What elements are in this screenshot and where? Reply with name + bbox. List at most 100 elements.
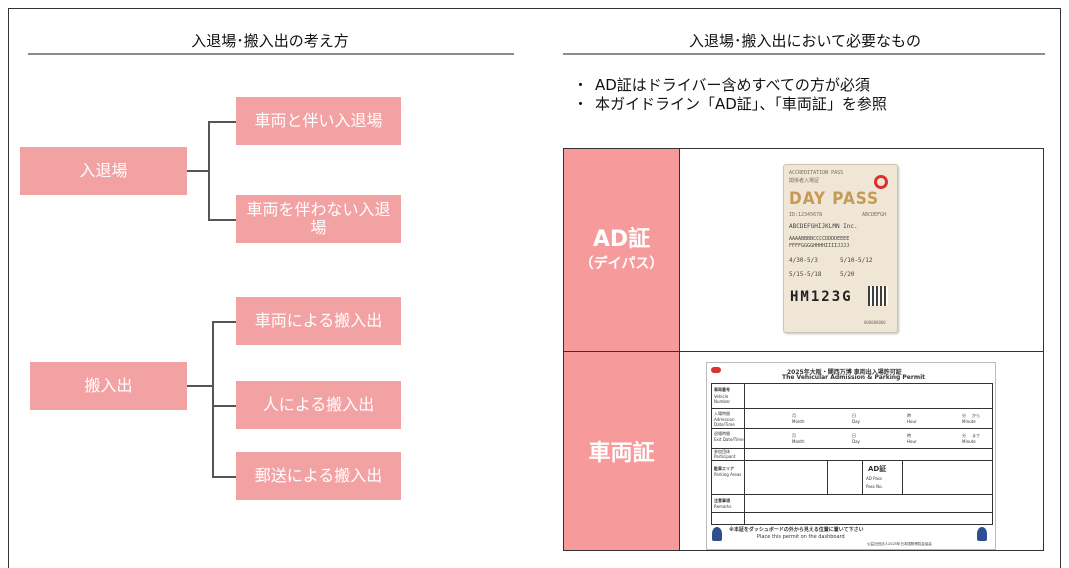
unit-day: 日: [852, 413, 856, 418]
unit-month: 月: [792, 413, 796, 418]
grid-line: [827, 460, 828, 494]
pass-date: 4/30-5/3: [789, 257, 818, 264]
tree-child-without-vehicle: 車両を伴わない入退場: [236, 195, 401, 243]
right-heading: 入退場･搬入出において必要なもの: [688, 32, 922, 50]
label-ad-pass: AD証: [868, 465, 887, 473]
unit-hour-en: Hour: [907, 419, 917, 424]
bullet-text: 本ガイドライン「AD証」、「車両証」を参照: [595, 95, 887, 113]
label-admission: 入場時間: [714, 411, 730, 416]
grid-line: [712, 408, 992, 409]
unit-minute: 分: [962, 413, 966, 418]
connector: [212, 321, 236, 323]
connector: [212, 405, 236, 407]
table-divider: [679, 149, 680, 550]
permit-issuer: 公益社団法人2025年日本国際博覧会協会: [867, 542, 932, 546]
ad-pass-subtitle: （デイパス）: [579, 256, 664, 272]
grid-line: [712, 460, 992, 461]
pass-title: DAY PASS: [789, 189, 880, 209]
bullet-marker: ・: [573, 76, 589, 94]
left-heading-rule: [28, 53, 514, 55]
bullet-item: ・ AD証はドライバー含めすべての方が必須: [573, 76, 887, 95]
grid-line: [744, 384, 745, 524]
label-remarks-en: Remarks: [714, 504, 732, 509]
permit-grid: 車両番号 Vehicle Number 入場時間 Admission Date/…: [711, 383, 993, 525]
unit-month-en: Month: [792, 439, 805, 444]
unit-minute: 分: [962, 433, 966, 438]
permit-title-en: The Vehicular Admission & Parking Permit: [782, 374, 926, 381]
label-ad-pass-en: AD Pass: [866, 476, 882, 481]
pass-id: ID:12345678: [789, 212, 823, 218]
label-pass-no: Pass No.: [866, 484, 883, 489]
label-remarks: 注意事項: [714, 498, 730, 503]
label-participant-en: Participant: [714, 454, 736, 459]
ad-pass-label-cell: AD証 （デイパス）: [564, 149, 679, 351]
pass-name: FFFFGGGGHHHHIIIIJJJJ: [789, 243, 850, 249]
label-exit: 退場時間: [714, 431, 730, 436]
tree-child-vehicle-delivery: 車両による搬入出: [236, 297, 401, 345]
unit-minute-en: Minute: [962, 439, 976, 444]
label-vehicle-number: 車両番号: [714, 387, 730, 392]
table-divider: [564, 351, 1043, 352]
permit-footnote: ※本証をダッシュボードの外から見える位置に置いて下さい: [729, 527, 864, 533]
vehicle-permit-label-cell: 車両証: [564, 352, 679, 550]
unit-hour: 時: [907, 433, 911, 438]
pass-header: ACCREDITATION PASS: [789, 170, 844, 176]
unit-day-en: Day: [852, 419, 860, 424]
requirements-table: AD証 （デイパス） 車両証: [563, 148, 1044, 551]
label-parking: 駐車エリア: [714, 466, 734, 471]
ad-pass-card: ACCREDITATION PASS 関係者入場証 DAY PASS ID:12…: [783, 164, 898, 333]
unit-month: 月: [792, 433, 796, 438]
bullet-list: ・ AD証はドライバー含めすべての方が必須 ・本ガイドライン「AD証」、「車両証」…: [573, 76, 887, 114]
right-heading-rule: [563, 53, 1045, 55]
tree-root-delivery: 搬入出: [30, 362, 187, 410]
tree-child-person-delivery: 人による搬入出: [236, 381, 401, 429]
grid-line: [712, 428, 992, 429]
medal-icon: [977, 527, 987, 541]
expo-logo-icon: [874, 175, 888, 189]
bullet-text: AD証はドライバー含めすべての方が必須: [595, 76, 870, 94]
vehicle-permit-title: 車両証: [588, 441, 655, 466]
label-vehicle-number-en: Vehicle Number: [714, 394, 731, 404]
label-exit-en: Exit Date/Time: [714, 437, 744, 442]
label-admission-en: Admission Date/Time: [714, 417, 735, 427]
tree-child-with-vehicle: 車両と伴い入退場: [236, 97, 401, 145]
connector: [187, 170, 209, 172]
unit-day-en: Day: [852, 439, 860, 444]
grid-line: [712, 448, 992, 449]
slide-frame: [8, 8, 1061, 568]
label-participant: 参加団体: [714, 449, 730, 454]
unit-hour: 時: [907, 413, 911, 418]
label-parking-en: Parking Areas: [714, 472, 742, 477]
connector: [208, 121, 236, 123]
suffix-from: から: [972, 413, 980, 418]
permit-footnote-en: Place this permit on the dashboard: [757, 534, 845, 540]
unit-minute-en: Minute: [962, 419, 976, 424]
connector: [212, 476, 236, 478]
connector: [187, 385, 213, 387]
unit-month-en: Month: [792, 419, 805, 424]
grid-line: [712, 494, 992, 495]
suffix-to: まで: [972, 433, 980, 438]
connector: [208, 219, 236, 221]
grid-line: [862, 460, 863, 494]
unit-hour-en: Hour: [907, 439, 917, 444]
qr-code-icon: [868, 286, 888, 306]
medal-icon: [712, 527, 722, 541]
unit-day: 日: [852, 433, 856, 438]
tree-child-mail-delivery: 郵送による搬入出: [236, 452, 401, 500]
grid-line: [902, 460, 903, 494]
connector: [208, 121, 210, 221]
expo-logo-icon: [711, 367, 721, 373]
bullet-item: ・本ガイドライン「AD証」、「車両証」を参照: [573, 95, 887, 114]
pass-name: AAAABBBBCCCCDDDDEEEE: [789, 236, 850, 242]
bullet-marker: ・: [573, 95, 589, 113]
pass-date: 5/20: [840, 271, 855, 278]
vehicle-permit-document: 2025年大阪・関西万博 車両出入場許可証 The Vehicular Admi…: [706, 362, 996, 550]
connector: [212, 321, 214, 478]
pass-code: HM123G: [790, 289, 853, 305]
ad-pass-title: AD証: [592, 227, 651, 252]
tree-root-entry-exit: 入退場: [20, 147, 187, 195]
pass-header-jp: 関係者入場証: [789, 178, 820, 184]
left-heading: 入退場･搬入出の考え方: [191, 32, 349, 50]
pass-serial: 000000000: [864, 320, 886, 325]
